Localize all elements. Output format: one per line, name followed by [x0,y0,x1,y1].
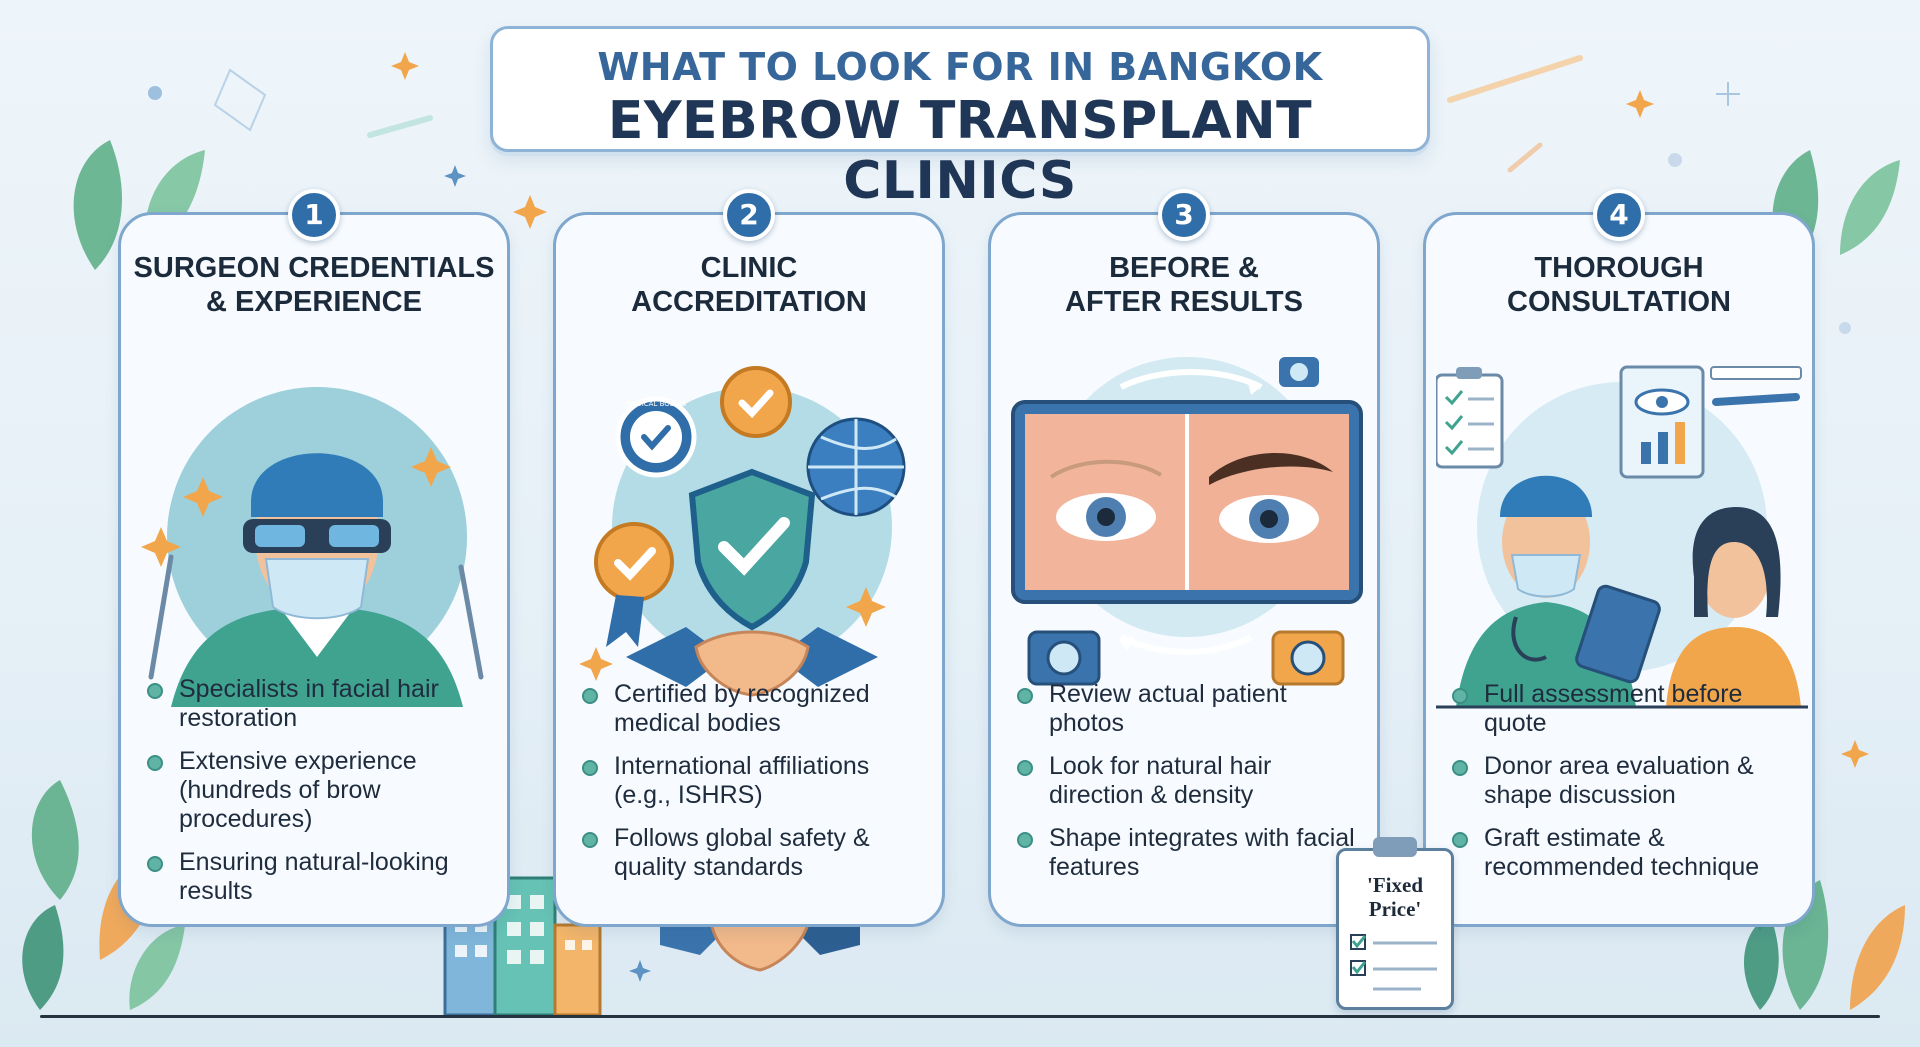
card-title-line: CONSULTATION [1507,286,1731,318]
list-item: Certified by recognized medical bodies [582,680,928,738]
list-item: International affiliations (e.g., ISHRS) [582,752,928,810]
card-title: SURGEON CREDENTIALS & EXPERIENCE [121,251,507,319]
list-item: Specialists in facial hair restoration [147,675,493,733]
ground-line [40,1015,1880,1018]
list-item: Shape integrates with facial features [1017,824,1363,882]
clipboard-note: 'Fixed Price' [1339,873,1451,921]
card-title: BEFORE & AFTER RESULTS [991,251,1377,319]
list-item: Review actual patient photos [1017,680,1363,738]
fixed-price-clipboard: 'Fixed Price' [1336,837,1454,1010]
card-title-line: BEFORE & [1109,252,1259,284]
card-title-line: SURGEON CREDENTIALS [133,252,495,284]
card-title: THOROUGH CONSULTATION [1426,251,1812,319]
surgeon-icon [141,387,484,707]
clipboard-note-line: 'Fixed [1367,873,1423,897]
title-banner: WHAT TO LOOK FOR IN BANGKOK EYEBROW TRAN… [490,26,1430,211]
consultation-illustration [1436,365,1808,709]
card-title-line: AFTER RESULTS [1065,286,1303,318]
clipboard-note-line: Price' [1368,897,1422,921]
card-surgeon-credentials: 1 SURGEON CREDENTIALS & EXPERIENCE Speci… [118,189,510,927]
title-line-1: WHAT TO LOOK FOR IN BANGKOK [597,45,1323,89]
camera-icon [1271,630,1345,686]
bullet-list: Full assessment before quote Donor area … [1452,680,1798,896]
step-badge: 2 [723,189,775,241]
list-item: Extensive experience (hundreds of brow p… [147,747,493,834]
bullet-list: Specialists in facial hair restoration E… [147,675,493,920]
list-item: Ensuring natural-looking results [147,848,493,906]
before-after-comparison [1011,357,1363,686]
bullet-list: Certified by recognized medical bodies I… [582,680,928,896]
card-before-after-results: 3 BEFORE & AFTER RESULTS [988,189,1380,927]
clipboard-clip [1373,837,1417,857]
checklist-icon [1350,934,1437,991]
step-badge: 3 [1158,189,1210,241]
list-item: Full assessment before quote [1452,680,1798,738]
title-line-2: EYEBROW TRANSPLANT CLINICS [607,91,1313,211]
shield-check-icon: MEDICAL BODIES [579,366,906,697]
card-title-line: & EXPERIENCE [206,286,422,318]
card-title: CLINIC ACCREDITATION [556,251,942,319]
list-item: Follows global safety & quality standard… [582,824,928,882]
card-title-line: THOROUGH [1534,252,1704,284]
card-title-line: CLINIC [700,252,798,284]
list-item: Look for natural hair direction & densit… [1017,752,1363,810]
card-clinic-accreditation: 2 CLINIC ACCREDITATION MEDICAL BODIES Ce… [553,189,945,927]
clipboard-icon [1436,367,1504,469]
camera-icon [1279,357,1319,387]
step-badge: 1 [288,189,340,241]
seal-text: MEDICAL BODIES [626,400,687,408]
list-item: Graft estimate & recommended technique [1452,824,1798,882]
camera-icon [1027,630,1101,686]
list-item: Donor area evaluation & shape discussion [1452,752,1798,810]
card-title-line: ACCREDITATION [631,286,867,318]
card-thorough-consultation: 4 THOROUGH CONSULTATION Full assessment [1423,189,1815,927]
bullet-list: Review actual patient photos Look for na… [1017,680,1363,896]
step-badge: 4 [1593,189,1645,241]
